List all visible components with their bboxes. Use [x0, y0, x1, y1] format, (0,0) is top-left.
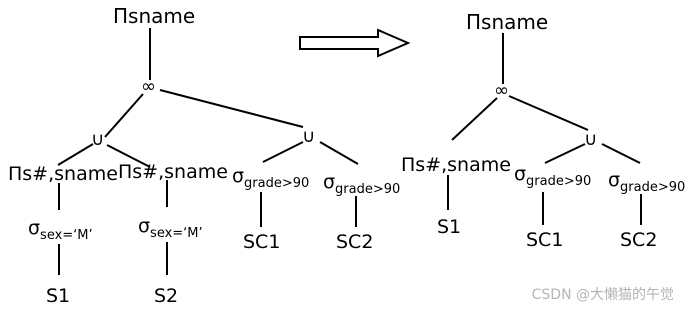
left-selection-grade-left: σgrade>90 — [232, 165, 309, 191]
edge-join-union-left — [104, 93, 144, 138]
right-leaf-sc1: SC1 — [526, 229, 563, 251]
left-join-operator: ∞ — [141, 76, 156, 97]
edge-union-right-grade-right — [319, 141, 359, 165]
left-union-right-operator: ∪ — [302, 126, 315, 147]
right-selection-grade-right: σgrade>90 — [608, 169, 685, 195]
left-root-projection: Πsname — [113, 4, 195, 28]
edge-union-grade-right — [601, 143, 641, 164]
left-projection-left: Πs#,sname — [8, 163, 118, 185]
sigma-symbol: σ — [232, 165, 244, 187]
left-selection-sex-left: σsex=‘M’ — [28, 217, 93, 243]
right-union-operator: ∪ — [584, 129, 597, 150]
right-root-projection: Πsname — [466, 10, 548, 34]
left-union-left-operator: ∪ — [91, 129, 104, 150]
selection-condition: sex=‘M’ — [40, 228, 93, 243]
edge-join-union — [508, 95, 589, 131]
left-projection-right: Πs#,sname — [118, 161, 228, 183]
left-leaf-sc1: SC1 — [243, 231, 280, 253]
left-leaf-s2: S2 — [154, 285, 178, 307]
sigma-symbol: σ — [28, 217, 40, 239]
selection-condition: grade>90 — [244, 176, 309, 191]
left-leaf-s1: S1 — [46, 285, 70, 307]
selection-condition: grade>90 — [526, 174, 591, 189]
sigma-symbol: σ — [323, 171, 335, 193]
edge-join-union-right — [159, 89, 304, 128]
transformation-arrow-icon — [299, 28, 411, 58]
edge-union-left-proj-right — [106, 144, 151, 168]
edge-join-proj — [451, 97, 498, 141]
sigma-symbol: σ — [138, 215, 150, 237]
right-leaf-s1: S1 — [437, 216, 461, 238]
edge-union-right-grade-left — [262, 141, 304, 163]
right-selection-grade-left: σgrade>90 — [514, 163, 591, 189]
selection-condition: grade>90 — [620, 180, 685, 195]
sigma-symbol: σ — [514, 163, 526, 185]
selection-condition: sex=‘M’ — [150, 226, 203, 241]
right-tree: Πsname ∞ Πs#,sname ∪ σgrade>90 σgrade>90… — [401, 10, 685, 251]
right-leaf-sc2: SC2 — [620, 229, 657, 251]
edge-union-grade-left — [544, 143, 586, 164]
right-join-operator: ∞ — [494, 80, 509, 101]
left-selection-sex-right: σsex=‘M’ — [138, 215, 203, 241]
watermark: CSDN @大懒猫的午觉 — [531, 287, 674, 303]
sigma-symbol: σ — [608, 169, 620, 191]
left-tree: Πsname ∞ ∪ ∪ Πs#,sname Πs#,sname σsex=‘M… — [8, 4, 400, 307]
edge-union-left-proj-left — [57, 143, 94, 166]
left-selection-grade-right: σgrade>90 — [323, 171, 400, 197]
right-projection: Πs#,sname — [401, 154, 511, 176]
left-leaf-sc2: SC2 — [336, 231, 373, 253]
selection-condition: grade>90 — [335, 182, 400, 197]
